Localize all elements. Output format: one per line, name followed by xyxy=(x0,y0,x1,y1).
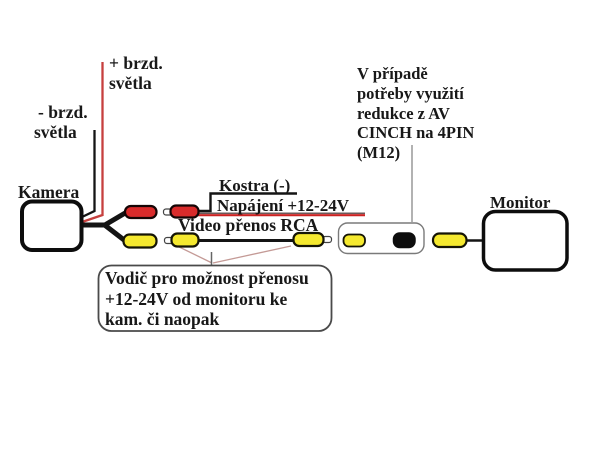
wire-note-box xyxy=(97,264,333,332)
monitor-label: Monitor xyxy=(490,193,551,212)
camera-box xyxy=(20,199,84,252)
ground-label: Kostra (-) xyxy=(219,176,291,195)
wire-note: Vodič pro možnost přenosu +12-24V od mon… xyxy=(105,268,309,330)
reduction-note-line4: CINCH na 4PIN xyxy=(357,123,475,143)
yellow-rca-plug xyxy=(170,232,200,248)
power-label: Napájení +12-24V xyxy=(217,196,349,215)
reduction-note-line3: redukce z AV xyxy=(357,103,450,123)
brake-minus-line2: světla xyxy=(34,121,77,142)
adapter-yellow-plug xyxy=(342,233,366,248)
reduction-note-line1: V případě xyxy=(357,64,428,83)
video-label: Video přenos RCA xyxy=(178,215,319,235)
brake-minus-label: - brzd. světla xyxy=(34,102,88,143)
wire-note-line3: kam. či naopak xyxy=(105,309,220,329)
camera-label: Kamera xyxy=(18,182,80,202)
adapter-4pin-connector xyxy=(392,232,416,249)
video-rca-plug-right xyxy=(292,231,325,248)
red-rca-jack xyxy=(123,204,158,220)
reduction-note: V případě potřeby využití redukce z AV C… xyxy=(357,64,474,163)
monitor-box xyxy=(481,209,569,272)
brake-plus-line2: světla xyxy=(109,72,152,93)
brake-plus-line1: + brzd. xyxy=(109,53,163,73)
camera-split-wire xyxy=(81,210,128,244)
ground-wire xyxy=(198,192,297,213)
black-brake-wire xyxy=(81,130,96,219)
wire-note-line2: +12-24V od monitoru ke xyxy=(105,288,288,309)
brake-minus-line1: - brzd. xyxy=(38,102,88,122)
wire-note-line1: Vodič pro možnost přenosu xyxy=(105,268,309,288)
red-rca-plug xyxy=(169,204,200,219)
monitor-yellow-plug xyxy=(431,232,468,249)
reduction-note-line5: (M12) xyxy=(357,143,401,163)
callout-line-right xyxy=(212,245,292,264)
brake-plus-label: + brzd. světla xyxy=(109,53,163,94)
yellow-rca-jack xyxy=(122,233,158,249)
reduction-note-line2: potřeby využití xyxy=(357,83,464,103)
red-brake-wire xyxy=(81,62,104,224)
